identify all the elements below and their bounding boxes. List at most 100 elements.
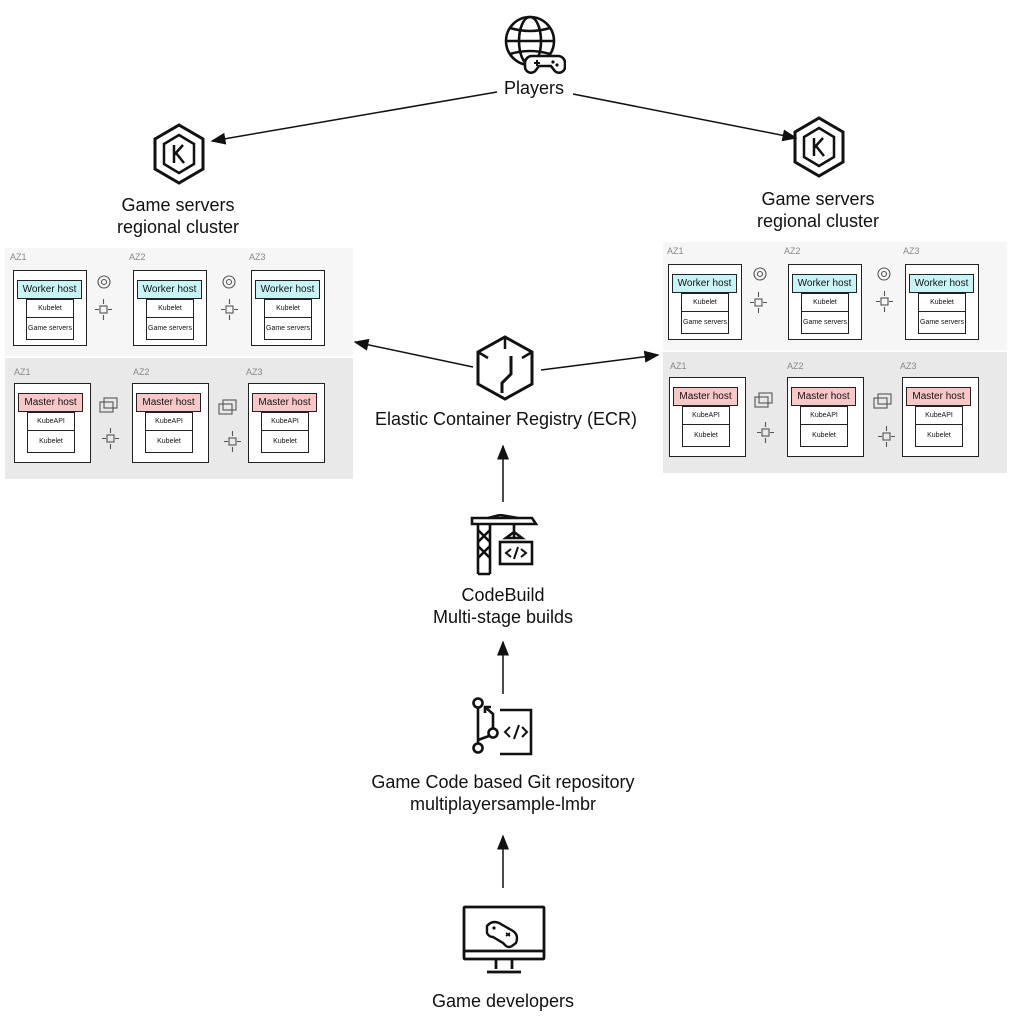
kubeapi-box: KubeAPI	[261, 412, 309, 431]
repo-title: Game Code based Git repository	[371, 772, 635, 792]
node-group-icon	[218, 399, 237, 415]
az-label: AZ3	[903, 246, 920, 256]
az-label: AZ2	[129, 252, 146, 262]
master-host: Master host KubeAPI Kubelet	[14, 383, 91, 463]
master-host: Master host KubeAPI Kubelet	[787, 377, 864, 457]
master-host: Master host KubeAPI Kubelet	[132, 383, 209, 463]
developers-label: Game developers	[431, 991, 575, 1011]
master-host: Master host KubeAPI Kubelet	[248, 383, 325, 463]
node-group-icon	[873, 393, 892, 409]
pod-icon	[97, 275, 111, 289]
pod-icon	[877, 267, 891, 281]
kubeapi-box: KubeAPI	[682, 406, 730, 425]
repo-name: multiplayersample-lmbr	[409, 794, 597, 814]
globe-gamepad-icon	[504, 15, 566, 74]
arrow-players-to-right-cluster	[572, 93, 798, 142]
kubelet-box: Kubelet	[146, 299, 194, 318]
master-host-label: Master host	[252, 393, 317, 412]
ecr-registry-icon	[476, 335, 534, 401]
kubeapi-box: KubeAPI	[27, 412, 75, 431]
game-servers-box: Game servers	[264, 318, 312, 340]
kubelet-box: Kubelet	[27, 431, 75, 453]
git-repository-icon	[472, 697, 533, 756]
scale-arrows-icon	[221, 299, 238, 320]
az-label: AZ1	[670, 361, 687, 371]
left-cluster-title-line2: regional cluster	[116, 217, 240, 237]
node-group-icon	[754, 392, 773, 408]
codebuild-subtitle: Multi-stage builds	[432, 607, 574, 627]
arrow-ecr-to-right-cluster	[540, 350, 660, 371]
kubelet-box: Kubelet	[264, 299, 312, 318]
scale-arrows-icon	[878, 426, 895, 447]
kubelet-box: Kubelet	[26, 299, 74, 318]
worker-host: Worker host Kubelet Game servers	[788, 264, 862, 340]
scale-arrows-icon	[224, 431, 241, 452]
master-host: Master host KubeAPI Kubelet	[902, 377, 979, 457]
codebuild-title: CodeBuild	[461, 585, 545, 605]
codebuild-crane-icon	[470, 514, 538, 576]
az-label: AZ3	[246, 367, 263, 377]
az-label: AZ3	[900, 361, 917, 371]
players-label: Players	[503, 78, 565, 98]
az-label: AZ1	[10, 252, 27, 262]
master-host-label: Master host	[136, 393, 201, 412]
game-servers-box: Game servers	[146, 318, 194, 340]
worker-host-label: Worker host	[137, 280, 202, 299]
kubelet-box: Kubelet	[681, 293, 729, 312]
az-label: AZ2	[787, 361, 804, 371]
az-label: AZ1	[667, 246, 684, 256]
master-host-label: Master host	[673, 387, 738, 406]
kubernetes-k-icon	[793, 116, 845, 178]
master-host-label: Master host	[18, 393, 83, 412]
game-servers-box: Game servers	[801, 312, 849, 334]
kubeapi-box: KubeAPI	[915, 406, 963, 425]
scale-arrows-icon	[102, 428, 119, 449]
pod-icon	[753, 267, 767, 281]
kubelet-box: Kubelet	[682, 425, 730, 447]
worker-host-label: Worker host	[909, 274, 974, 293]
kubelet-box: Kubelet	[145, 431, 193, 453]
scale-arrows-icon	[757, 422, 774, 443]
worker-host-label: Worker host	[17, 280, 82, 299]
node-group-icon	[99, 397, 118, 413]
ecr-label: Elastic Container Registry (ECR)	[374, 409, 638, 429]
worker-host: Worker host Kubelet Game servers	[668, 264, 742, 340]
kubelet-box: Kubelet	[800, 425, 848, 447]
arrow-players-to-left-cluster	[210, 91, 498, 145]
pod-icon	[222, 275, 236, 289]
az-label: AZ3	[249, 252, 266, 262]
kubelet-box: Kubelet	[918, 293, 966, 312]
game-servers-box: Game servers	[681, 312, 729, 334]
worker-host: Worker host Kubelet Game servers	[251, 270, 325, 346]
arrow-ecr-to-left-cluster	[353, 338, 474, 368]
kubelet-box: Kubelet	[915, 425, 963, 447]
kubeapi-box: KubeAPI	[145, 412, 193, 431]
worker-host: Worker host Kubelet Game servers	[13, 270, 87, 346]
master-host-label: Master host	[906, 387, 971, 406]
worker-host-label: Worker host	[792, 274, 857, 293]
scale-arrows-icon	[876, 291, 893, 312]
kubernetes-k-icon	[153, 123, 205, 185]
worker-host-label: Worker host	[672, 274, 737, 293]
left-cluster-title-line1: Game servers	[121, 195, 235, 215]
scale-arrows-icon	[750, 292, 767, 313]
game-servers-box: Game servers	[918, 312, 966, 334]
master-host: Master host KubeAPI Kubelet	[669, 377, 746, 457]
right-cluster-title-line2: regional cluster	[756, 211, 880, 231]
az-label: AZ2	[133, 367, 150, 377]
kubelet-box: Kubelet	[801, 293, 849, 312]
az-label: AZ1	[14, 367, 31, 377]
worker-host-label: Worker host	[255, 280, 320, 299]
worker-host: Worker host Kubelet Game servers	[905, 264, 979, 340]
kubeapi-box: KubeAPI	[800, 406, 848, 425]
right-cluster-title-line1: Game servers	[761, 189, 875, 209]
scale-arrows-icon	[95, 299, 112, 320]
kubelet-box: Kubelet	[261, 431, 309, 453]
monitor-gamepad-icon	[462, 905, 546, 974]
game-servers-box: Game servers	[26, 318, 74, 340]
az-label: AZ2	[784, 246, 801, 256]
worker-host: Worker host Kubelet Game servers	[133, 270, 207, 346]
master-host-label: Master host	[791, 387, 856, 406]
